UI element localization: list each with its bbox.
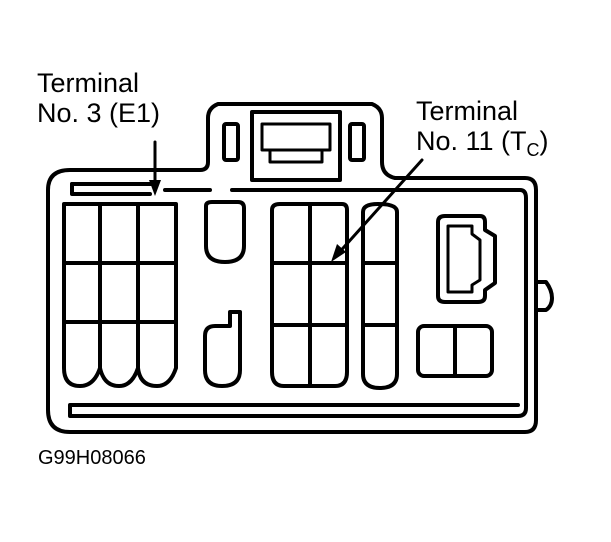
label-subscript: C [526, 140, 540, 160]
label-line: Terminal [37, 68, 140, 98]
label-line: No. 3 (E1) [37, 98, 161, 128]
label-text: No. 11 (T [416, 126, 527, 156]
slot-upper [204, 200, 246, 264]
terminal-tc-label: Terminal No. 11 (TC) [416, 96, 549, 160]
label-line: No. 11 (TC) [416, 126, 549, 160]
side-tab [534, 280, 554, 312]
keyed-socket [436, 214, 497, 304]
arrow-tc [334, 158, 424, 258]
inner-rim [68, 182, 528, 418]
terminal-e1-label: Terminal No. 3 (E1) [37, 68, 160, 128]
label-text: ) [539, 126, 549, 156]
cavity-block-left [62, 202, 178, 388]
latch [250, 110, 342, 182]
cavity-block-middle [270, 202, 349, 388]
housing-outline [46, 102, 538, 434]
figure-code: G99H08066 [38, 447, 146, 469]
label-line: Terminal [416, 96, 519, 126]
slot-lower [203, 310, 242, 388]
cavity-column [361, 202, 399, 390]
